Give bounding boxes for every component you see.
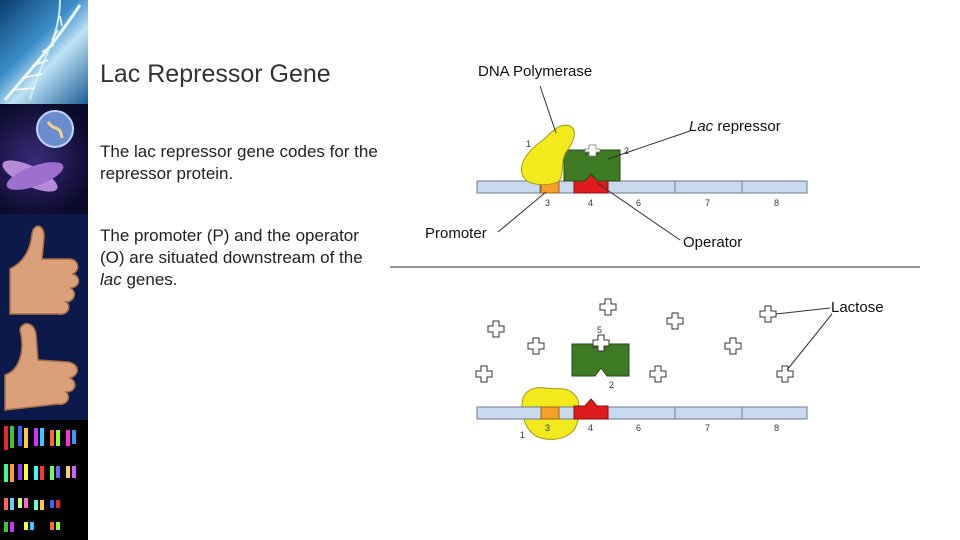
bottom-dna-strand	[476, 406, 808, 420]
label-repressor-text: repressor	[713, 118, 781, 135]
top-dna-strand	[476, 180, 808, 194]
lactose-molecule	[724, 337, 742, 355]
paragraph-promoter-operator: The promoter (P) and the operator (O) ar…	[100, 225, 380, 291]
bottom-operator-shape	[573, 398, 609, 420]
bottom-promoter-box	[540, 406, 560, 420]
top-number-4: 4	[588, 198, 593, 208]
lactose-molecule	[527, 337, 545, 355]
bottom-number-3: 3	[545, 423, 550, 433]
label-lactose: Lactose	[831, 299, 884, 316]
lactose-molecule	[776, 365, 794, 383]
top-number-8: 8	[774, 198, 779, 208]
label-dna-polymerase: DNA Polymerase	[478, 63, 593, 80]
bottom-number-5: 5	[597, 325, 602, 335]
chromosome-image	[0, 104, 88, 214]
top-number-6: 6	[636, 198, 641, 208]
top-number-7: 7	[705, 198, 710, 208]
lactose-molecule	[649, 365, 667, 383]
dna-helix-image	[0, 0, 88, 104]
thumb-down-image	[0, 320, 88, 420]
lactose-leader-line-2	[786, 313, 833, 371]
bottom-number-8: 8	[774, 423, 779, 433]
lactose-molecule	[487, 320, 505, 338]
paragraph2-text-start: The promoter (P) and the operator (O) ar…	[100, 226, 363, 267]
bottom-number-1: 1	[520, 430, 525, 440]
label-lac-repressor: Lac repressor	[689, 118, 781, 135]
lactose-molecules	[475, 298, 794, 383]
top-repressor-lactose-site	[584, 144, 601, 157]
bottom-repressor-protein	[571, 343, 630, 377]
top-dna-polymerase	[520, 124, 575, 186]
bottom-number-7: 7	[705, 423, 710, 433]
lactose-molecule	[759, 305, 777, 323]
label-lac-italic: Lac	[689, 118, 714, 135]
top-number-2: 2	[624, 146, 629, 156]
lactose-leader-line-1	[775, 307, 831, 315]
paragraph2-italic-lac: lac	[100, 270, 122, 289]
paragraph-repressor-codes: The lac repressor gene codes for the rep…	[100, 142, 378, 183]
lactose-molecule	[666, 312, 684, 330]
label-operator: Operator	[683, 234, 743, 251]
top-repressor-protein	[563, 149, 621, 182]
promoter-leader-line	[497, 191, 547, 233]
bottom-number-4: 4	[588, 423, 593, 433]
thumb-up-image	[0, 214, 88, 320]
top-number-3: 3	[545, 198, 550, 208]
lactose-molecule	[599, 298, 617, 316]
lac-repressor-leader-line	[607, 130, 691, 160]
karyotype-image	[0, 420, 88, 540]
label-promoter: Promoter	[425, 225, 487, 242]
lactose-molecule	[475, 365, 493, 383]
paragraph2-text-end: genes.	[121, 270, 178, 289]
bottom-number-6: 6	[636, 423, 641, 433]
bottom-number-2: 2	[609, 380, 614, 390]
dna-polymerase-leader-line	[539, 85, 557, 134]
top-number-1: 1	[526, 139, 531, 149]
operator-leader-line	[596, 182, 681, 241]
slide-title: Lac Repressor Gene	[100, 60, 331, 88]
